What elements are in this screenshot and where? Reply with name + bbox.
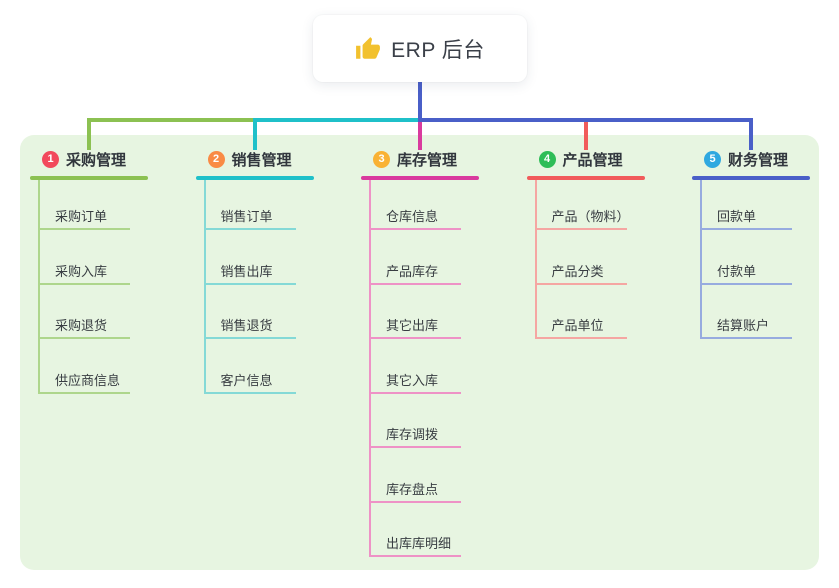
branch-label: 库存管理 [397, 151, 458, 169]
child-node[interactable]: 采购入库 [55, 263, 108, 279]
child-underline [700, 282, 792, 285]
child-underline [203, 282, 296, 285]
branch-drop-line-2 [418, 122, 422, 150]
child-underline [369, 555, 461, 557]
child-node[interactable]: 付款单 [717, 263, 757, 279]
branch-node-4[interactable]: 4 产品管理 [538, 148, 623, 170]
child-node[interactable]: 销售订单 [220, 209, 273, 224]
child-underline [369, 337, 461, 339]
branch-underline [195, 176, 314, 180]
root-label: ERP 后台 [391, 38, 485, 62]
branch-label: 产品管理 [562, 151, 623, 169]
child-node[interactable]: 库存盘点 [386, 481, 439, 497]
branch-drop-line-4 [749, 122, 753, 150]
child-underline [534, 228, 627, 230]
child-underline [203, 391, 296, 394]
branch-node-2[interactable]: 2 销售管理 [207, 148, 292, 170]
child-underline [700, 337, 792, 339]
child-underline [38, 391, 130, 394]
branch-label: 采购管理 [66, 151, 127, 169]
branch-label: 财务管理 [728, 151, 789, 169]
branch-children-line [203, 180, 206, 394]
branch-node-3[interactable]: 3 库存管理 [373, 148, 457, 170]
branch-node-5[interactable]: 5 财务管理 [704, 148, 788, 170]
child-node[interactable]: 库存调拨 [386, 427, 439, 442]
child-node[interactable]: 产品（物料） [551, 209, 630, 224]
bus-segment-1 [252, 118, 422, 122]
root-node[interactable]: ERP 后台 [313, 15, 527, 82]
child-underline [38, 337, 130, 339]
child-node[interactable]: 结算账户 [717, 318, 770, 333]
child-node[interactable]: 产品库存 [386, 263, 439, 279]
branch-number-badge: 1 [42, 150, 59, 168]
branch-number-badge: 4 [538, 150, 556, 168]
child-underline [38, 228, 130, 230]
branch-underline [526, 176, 645, 180]
branch-children-line [369, 180, 371, 557]
child-node[interactable]: 销售退货 [220, 318, 273, 333]
child-underline [369, 446, 461, 448]
branch-node-1[interactable]: 1 采购管理 [42, 148, 126, 170]
branch-number-badge: 2 [207, 150, 225, 168]
child-node[interactable]: 其它入库 [386, 372, 439, 388]
child-underline [369, 391, 461, 394]
child-node[interactable]: 回款单 [717, 209, 757, 224]
branch-children-line [700, 180, 702, 339]
child-underline [700, 228, 792, 230]
branch-children-line [38, 180, 40, 394]
child-node[interactable]: 销售出库 [220, 263, 273, 279]
child-node[interactable]: 采购订单 [55, 209, 108, 224]
child-node[interactable]: 仓库信息 [386, 209, 439, 224]
child-node[interactable]: 采购退货 [55, 318, 108, 333]
child-node[interactable]: 供应商信息 [55, 372, 121, 388]
child-underline [203, 228, 296, 230]
branch-underline [361, 176, 479, 180]
branch-underline [30, 176, 148, 180]
child-node[interactable]: 客户信息 [220, 372, 273, 388]
child-underline [203, 337, 296, 339]
child-node[interactable]: 其它出库 [386, 318, 439, 333]
branch-number-badge: 5 [704, 150, 721, 168]
branch-label: 销售管理 [231, 151, 292, 169]
child-underline [369, 282, 461, 285]
branches-panel [20, 135, 819, 570]
child-underline [534, 337, 627, 339]
bus-segment-2 [418, 118, 753, 122]
root-stem-line [418, 82, 422, 122]
child-node[interactable]: 产品分类 [551, 263, 604, 279]
thumbs-up-icon [355, 36, 381, 62]
child-node[interactable]: 产品单位 [551, 318, 604, 333]
child-underline [534, 282, 627, 285]
branch-number-badge: 3 [373, 150, 390, 168]
branch-underline [692, 176, 810, 180]
child-node[interactable]: 出库库明细 [386, 536, 452, 551]
child-underline [369, 228, 461, 230]
branch-drop-line-1 [252, 122, 257, 150]
branch-children-line [534, 180, 537, 339]
branch-drop-line-0 [87, 122, 91, 150]
child-underline [38, 282, 130, 285]
bus-segment-0 [87, 118, 257, 122]
child-underline [369, 500, 461, 503]
branch-drop-line-3 [583, 122, 588, 150]
